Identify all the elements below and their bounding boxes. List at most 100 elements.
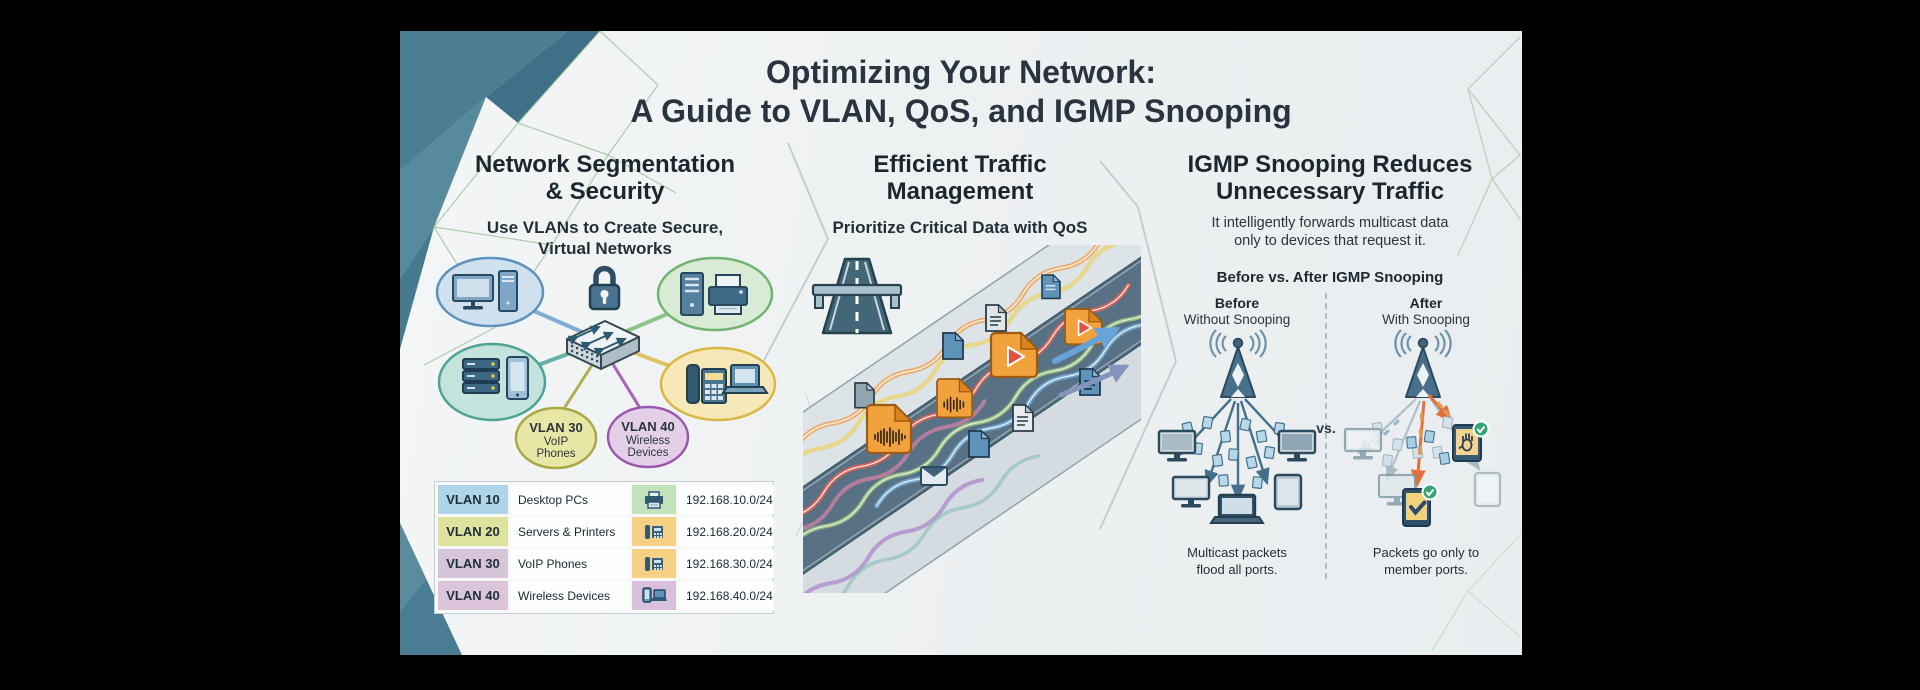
polygon-decoration-top-right (1457, 36, 1521, 256)
hand-icon (1458, 433, 1473, 452)
vlan-subtitle-line2: Virtual Networks (538, 239, 672, 258)
after-label: After (1409, 295, 1443, 311)
before-label-block: Before Without Snooping (1157, 295, 1317, 328)
vlan-id-cell: VLAN 10 (438, 485, 508, 514)
qos-heading: Efficient Traffic Management (795, 151, 1125, 205)
igmp-subtitle: It intelligently forwards multicast data… (1170, 215, 1490, 250)
vlan-subtitle: Use VLANs to Create Secure, Virtual Netw… (425, 217, 785, 259)
priority-arrows (1052, 327, 1130, 398)
before-caption-line2: flood all ports. (1196, 561, 1278, 577)
before-caption: Multicast packets flood all ports. (1157, 545, 1317, 578)
comparison-title: Before vs. After IGMP Snooping (1216, 269, 1444, 286)
vlan-subtitle-line1: Use VLANs to Create Secure, (486, 218, 724, 237)
after-caption-line1: Packets go only to (1372, 545, 1480, 560)
vlan40-bubble-line1: Wireless (626, 435, 670, 447)
desktop-pc-icon (452, 270, 518, 312)
mobile-laptop-icon (632, 581, 676, 610)
member-packets (1406, 430, 1451, 465)
envelope-icon (920, 466, 948, 486)
qos-traffic-lanes (803, 245, 1141, 593)
igmp-subtitle-line2: only to devices that request it. (1234, 232, 1426, 249)
vlan-id-cell: VLAN 40 (438, 581, 508, 610)
document-icon (1012, 403, 1035, 432)
vlan-table: VLAN 10 Desktop PCs 192.168.10.0/24 VLAN… (434, 481, 774, 614)
server-printer-icon (680, 272, 748, 316)
device-cell: VoIP Phones (511, 549, 629, 578)
vlan-id-cell: VLAN 20 (438, 517, 508, 546)
tablet-icon (1273, 473, 1303, 511)
vlan30-bubble (514, 406, 598, 470)
document-icon (968, 429, 991, 458)
radio-tower-icon (1209, 329, 1267, 398)
vlan-heading-line1: Network Segmentation (474, 151, 736, 178)
table-row: VLAN 10 Desktop PCs 192.168.10.0/24 (438, 485, 774, 514)
device-cell: Desktop PCs (511, 485, 629, 514)
qos-highway-illustration (803, 245, 1141, 593)
tablet-icon (1473, 471, 1502, 508)
lock-icon (588, 265, 621, 311)
subnet-cell: 192.168.20.0/24 (679, 517, 774, 546)
main-title-line1: Optimizing Your Network: (766, 54, 1156, 90)
audio-file-icon (865, 403, 913, 455)
orange-stream-dashes (1417, 401, 1451, 456)
after-caption-line2: member ports. (1384, 561, 1468, 577)
vlan40-bubble-line2: Devices (628, 447, 669, 459)
monitor-icon (1343, 427, 1383, 460)
after-snooping-diagram (1343, 329, 1502, 527)
vlan-heading-line2: & Security (545, 178, 665, 205)
qos-heading-line1: Efficient Traffic (873, 151, 1047, 178)
vlan-id-cell: VLAN 30 (438, 549, 508, 578)
highway-icon (811, 257, 903, 335)
table-row: VLAN 20 Servers & Printers 192.168.20.0/… (438, 517, 774, 546)
vlan40-bubble (606, 405, 690, 469)
before-snooping-diagram (1157, 329, 1317, 524)
device-cell: Servers & Printers (511, 517, 629, 546)
main-title-line2: A Guide to VLAN, QoS, and IGMP Snooping (630, 93, 1292, 129)
server-stack-phone-icon (462, 356, 529, 400)
video-file-icon (1064, 307, 1104, 346)
qos-heading-line2: Management (886, 178, 1034, 205)
member-badge-icon (1472, 420, 1490, 438)
before-sublabel: Without Snooping (1183, 312, 1291, 327)
table-row: VLAN 40 Wireless Devices 192.168.40.0/24 (438, 581, 774, 610)
vlan-network-diagram: VLAN 30 VoIP Phones VLAN 40 Wireless Dev… (435, 256, 777, 470)
subnet-cell: 192.168.30.0/24 (679, 549, 774, 578)
checkmark-icon (1409, 500, 1427, 516)
main-title: Optimizing Your Network: A Guide to VLAN… (400, 53, 1522, 131)
vlan30-bubble-line2: Phones (536, 448, 575, 460)
igmp-subtitle-line1: It intelligently forwards multicast data (1211, 215, 1449, 231)
audio-file-icon (936, 377, 974, 419)
monitor-icon (1171, 475, 1211, 508)
video-file-icon (989, 331, 1039, 379)
network-switch-icon (566, 320, 640, 370)
subnet-cell: 192.168.40.0/24 (679, 581, 774, 610)
document-icon (1041, 273, 1062, 300)
radio-tower-icon (1394, 329, 1452, 398)
vlan30-bubble-title: VLAN 30 (529, 420, 582, 435)
infographic-card: Optimizing Your Network: A Guide to VLAN… (400, 31, 1522, 655)
before-label: Before (1214, 295, 1260, 311)
monitor-icon (1157, 429, 1197, 462)
document-icon (854, 381, 876, 409)
document-icon (942, 331, 965, 360)
after-label-block: After With Snooping (1346, 295, 1506, 328)
before-caption-line1: Multicast packets (1187, 545, 1287, 560)
before-after-divider (1325, 293, 1327, 579)
vs-label: vs. (1316, 420, 1336, 436)
member-tablet-check-icon (1402, 483, 1439, 527)
after-sublabel: With Snooping (1382, 312, 1470, 327)
monitor-icon (1277, 429, 1317, 462)
subnet-cell: 192.168.10.0/24 (679, 485, 774, 514)
member-badge-icon (1421, 483, 1439, 501)
igmp-heading: IGMP Snooping Reduces Unnecessary Traffi… (1170, 151, 1490, 205)
voip-phone-icon (632, 517, 676, 546)
after-caption: Packets go only to member ports. (1346, 545, 1506, 578)
vlan30-bubble-line1: VoIP (544, 436, 569, 448)
device-cell: Wireless Devices (511, 581, 629, 610)
qos-subtitle: Prioritize Critical Data with QoS (832, 218, 1088, 237)
voip-phone-laptop-icon (686, 364, 769, 404)
printer-icon (632, 485, 676, 514)
vlan-heading: Network Segmentation & Security (425, 151, 785, 205)
igmp-heading-line2: Unnecessary Traffic (1215, 178, 1445, 205)
